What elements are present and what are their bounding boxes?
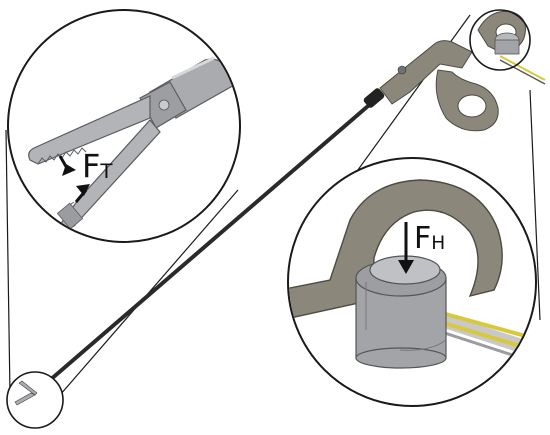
- instrument-shaft: [33, 88, 385, 395]
- tip-force-label: FT: [82, 147, 113, 185]
- handle-force-label: FH: [414, 221, 446, 256]
- handle-force-arrow: [398, 222, 414, 274]
- jaw-zoom-circle: [7, 9, 241, 243]
- instrument-handle: [379, 10, 546, 132]
- tip-detail-circle: [6, 371, 64, 429]
- handle-detail-circle: [469, 9, 531, 71]
- handle-zoom-circle: [287, 157, 537, 407]
- tip-force-arrows: [58, 155, 90, 203]
